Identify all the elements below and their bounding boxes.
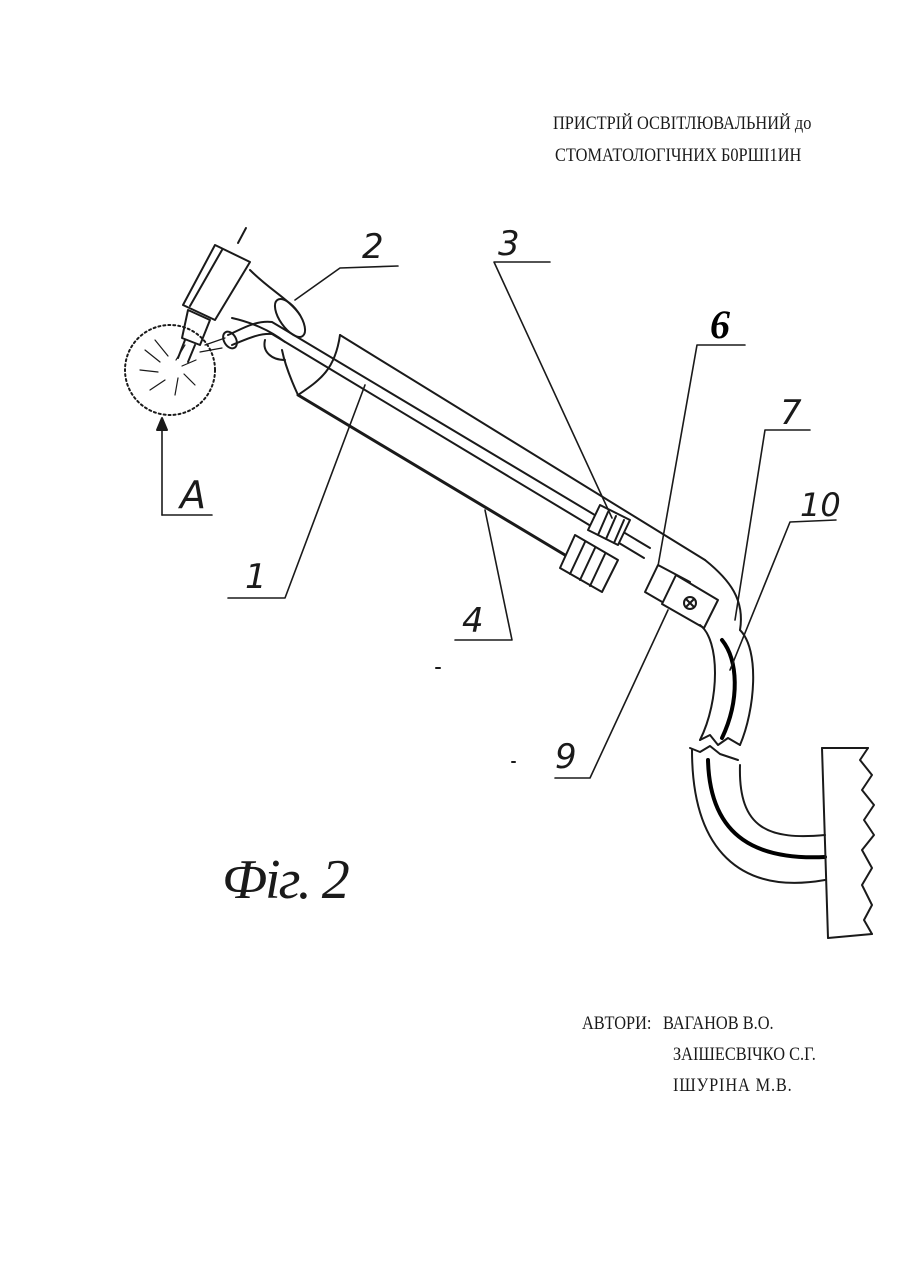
label-part-4: 4 bbox=[462, 601, 484, 641]
author-name: ІШУРІНА М.В. bbox=[673, 1075, 793, 1097]
label-part-10: 10 bbox=[800, 486, 841, 524]
tail-sleeve bbox=[700, 625, 753, 745]
author-name: ВАГАНОВ В.О. bbox=[663, 1013, 774, 1035]
switch-block bbox=[645, 565, 718, 628]
label-part-7: 7 bbox=[780, 393, 802, 433]
light-guide-tube bbox=[220, 322, 650, 558]
view-arrow-a bbox=[157, 418, 167, 430]
label-part-3: 3 bbox=[498, 224, 520, 264]
label-view-a: A bbox=[177, 473, 206, 517]
author-name: ЗАІШЕСВІЧКО С.Г. bbox=[673, 1044, 816, 1066]
drill-neck bbox=[232, 270, 311, 395]
label-part-9: 9 bbox=[555, 737, 577, 777]
clamp-ring-lower bbox=[560, 535, 618, 592]
label-part-1: 1 bbox=[245, 557, 267, 597]
figure-caption: Фіг. 2 bbox=[222, 848, 348, 912]
authors-label: АВТОРИ: bbox=[582, 1013, 651, 1035]
wall-mount bbox=[822, 748, 874, 938]
power-cable bbox=[690, 746, 825, 883]
label-part-2: 2 bbox=[362, 227, 384, 267]
label-part-6: 6 bbox=[710, 302, 730, 347]
illumination-zone bbox=[125, 325, 225, 415]
